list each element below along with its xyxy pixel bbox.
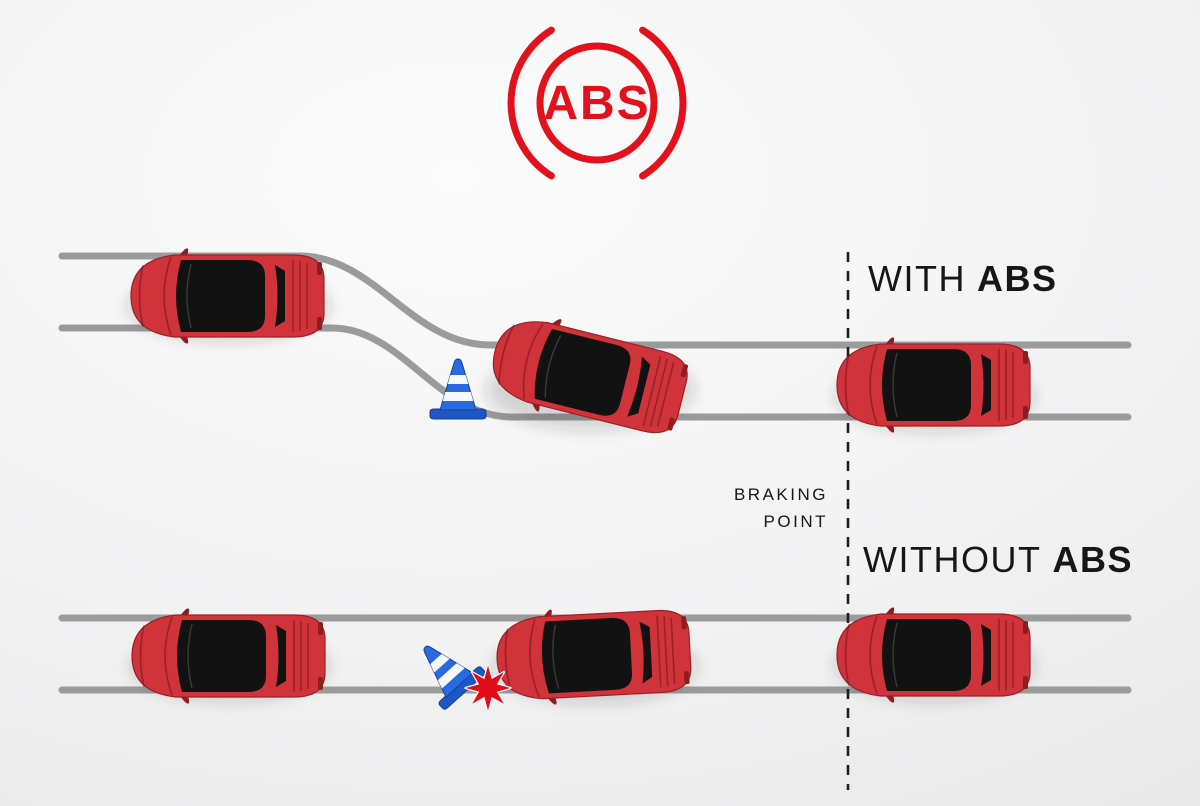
traffic-cone-hit-icon — [404, 628, 486, 710]
braking-point-label: BRAKING POINT — [626, 481, 828, 535]
road-with-abs — [58, 252, 1132, 421]
car-without-abs-approaching — [835, 606, 1035, 704]
car-without-abs-start — [130, 607, 330, 705]
car-with-abs-stopped — [127, 247, 331, 345]
without-abs-label-prefix: WITHOUT — [863, 539, 1042, 580]
abs-logo-ring — [536, 42, 658, 164]
braking-point-label-line1: BRAKING — [733, 485, 828, 504]
abs-logo-text: ABS — [543, 77, 650, 130]
car-with-abs-approaching — [835, 336, 1035, 434]
collision-burst-icon — [464, 664, 512, 712]
without-abs-label-strong: ABS — [1052, 539, 1133, 580]
with-abs-label-strong: ABS — [976, 258, 1058, 299]
abs-logo-right-bracket-icon — [639, 26, 687, 180]
abs-logo-left-bracket-icon — [507, 26, 555, 180]
abs-logo: ABS — [507, 26, 687, 180]
braking-point-label-line2: POINT — [763, 512, 828, 532]
car-with-abs-swerving — [482, 304, 695, 446]
car-without-abs-crashing — [493, 601, 697, 709]
with-abs-label-prefix: WITH — [868, 258, 966, 299]
